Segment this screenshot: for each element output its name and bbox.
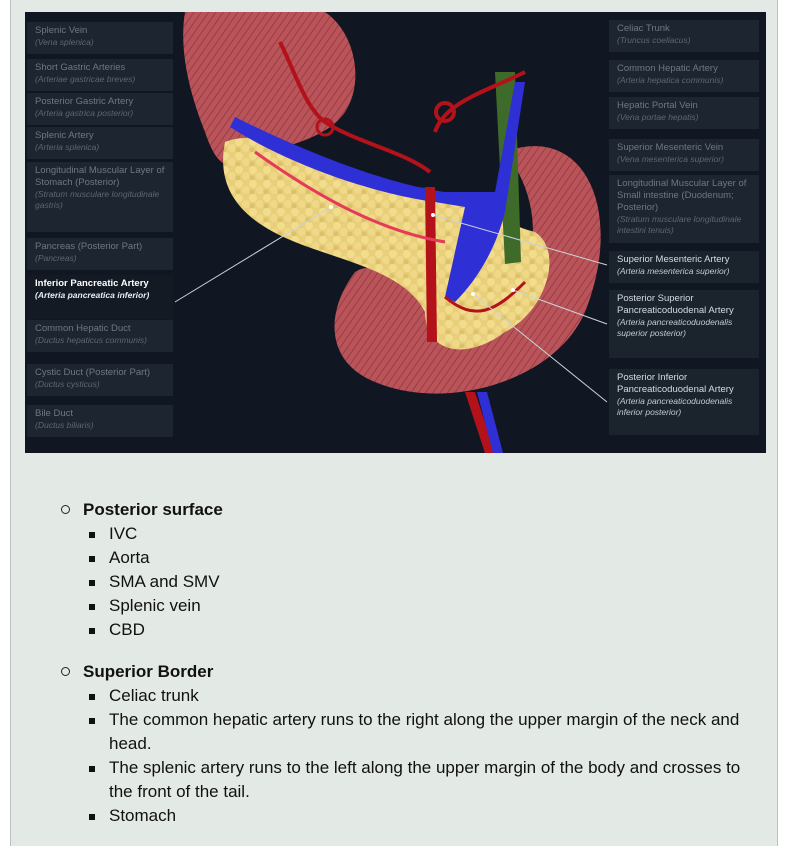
label-name: Bile Duct (35, 408, 74, 419)
label-longitudinal-muscular-duodenum[interactable]: Longitudinal Muscular Layer of Small int… (609, 175, 759, 243)
section-heading: Superior Border (83, 662, 214, 681)
label-name: Common Hepatic Duct (35, 323, 131, 334)
square-bullet-icon (89, 814, 95, 820)
label-name: Posterior Gastric Artery (35, 96, 134, 107)
label-hepatic-portal-vein[interactable]: Hepatic Portal Vein (Vena portae hepatis… (609, 97, 759, 129)
label-short-gastric-arteries[interactable]: Short Gastric Arteries (Arteriae gastric… (27, 59, 173, 91)
label-longitudinal-muscular-stomach[interactable]: Longitudinal Muscular Layer of Stomach (… (27, 162, 173, 232)
label-latin: (Vena portae hepatis) (617, 112, 699, 122)
label-latin: (Ductus biliaris) (35, 420, 94, 430)
label-name: Celiac Trunk (617, 23, 670, 34)
label-superior-mesenteric-artery[interactable]: Superior Mesenteric Artery (Arteria mese… (609, 251, 759, 283)
pancreas-illustration (174, 12, 608, 453)
label-cystic-duct[interactable]: Cystic Duct (Posterior Part) (Ductus cys… (27, 364, 173, 396)
square-bullet-icon (89, 604, 95, 610)
label-latin: (Ductus cysticus) (35, 379, 100, 389)
label-common-hepatic-duct[interactable]: Common Hepatic Duct (Ductus hepaticus co… (27, 320, 173, 352)
label-inferior-pancreatic-artery[interactable]: Inferior Pancreatic Artery (Arteria panc… (27, 275, 173, 319)
list-item: Aorta (83, 546, 779, 570)
square-bullet-icon (89, 580, 95, 586)
label-splenic-vein[interactable]: Splenic Vein (Vena splenica) (27, 22, 173, 54)
label-name: Splenic Artery (35, 130, 94, 141)
list-item: Stomach (83, 804, 779, 828)
label-name: Cystic Duct (Posterior Part) (35, 367, 151, 378)
list-item-text: SMA and SMV (109, 572, 220, 591)
label-post-inf-pancreaticoduodenal[interactable]: Posterior Inferior Pancreaticoduodenal A… (609, 369, 759, 435)
label-name: Superior Mesenteric Artery (617, 254, 730, 265)
label-name: Pancreas (Posterior Part) (35, 241, 143, 252)
label-name: Posterior Inferior Pancreaticoduodenal A… (617, 372, 734, 395)
label-latin: (Arteria pancreatica inferior) (35, 290, 150, 300)
label-pancreas-posterior[interactable]: Pancreas (Posterior Part) (Pancreas) (27, 238, 173, 270)
label-latin: (Arteriae gastricae breves) (35, 74, 136, 84)
label-latin: (Stratum musculare longitudinale intesti… (617, 214, 742, 235)
circle-bullet-icon (61, 505, 70, 514)
label-bile-duct[interactable]: Bile Duct (Ductus biliaris) (27, 405, 173, 437)
list-item-text: Splenic vein (109, 596, 201, 615)
label-latin: (Truncus coeliacus) (617, 35, 691, 45)
list-item-text: Stomach (109, 806, 177, 825)
square-bullet-icon (89, 556, 95, 562)
list-item-text: CBD (109, 620, 145, 639)
label-name: Superior Mesenteric Vein (617, 142, 724, 153)
label-latin: (Arteria pancreaticoduodenalis inferior … (617, 396, 733, 417)
label-latin: (Arteria pancreaticoduodenalis superior … (617, 317, 733, 338)
square-bullet-icon (89, 628, 95, 634)
document-page: Splenic Vein (Vena splenica) Short Gastr… (10, 0, 778, 846)
circle-bullet-icon (61, 667, 70, 676)
square-bullet-icon (89, 766, 95, 772)
square-bullet-icon (89, 532, 95, 538)
label-splenic-artery[interactable]: Splenic Artery (Arteria splenica) (27, 127, 173, 159)
anatomy-figure: Splenic Vein (Vena splenica) Short Gastr… (25, 12, 766, 453)
list-item-text: The common hepatic artery runs to the ri… (109, 710, 740, 753)
label-latin: (Ductus hepaticus communis) (35, 335, 147, 345)
section-superior-border: Superior Border Celiac trunk The common … (11, 660, 779, 828)
label-name: Splenic Vein (35, 25, 88, 36)
label-latin: (Vena mesenterica superior) (617, 154, 724, 164)
label-celiac-trunk[interactable]: Celiac Trunk (Truncus coeliacus) (609, 20, 759, 52)
label-name: Longitudinal Muscular Layer of Small int… (617, 178, 747, 213)
label-superior-mesenteric-vein[interactable]: Superior Mesenteric Vein (Vena mesenteri… (609, 139, 759, 171)
label-common-hepatic-artery[interactable]: Common Hepatic Artery (Arteria hepatica … (609, 60, 759, 92)
label-name: Common Hepatic Artery (617, 63, 718, 74)
list-item-text: Aorta (109, 548, 150, 567)
list-item: Celiac trunk (83, 684, 779, 708)
list-item: IVC (83, 522, 779, 546)
label-latin: (Vena splenica) (35, 37, 94, 47)
label-name: Longitudinal Muscular Layer of Stomach (… (35, 165, 165, 188)
label-latin: (Arteria hepatica communis) (617, 75, 724, 85)
label-name: Hepatic Portal Vein (617, 100, 698, 111)
square-bullet-icon (89, 694, 95, 700)
list-item-text: The splenic artery runs to the left alon… (109, 758, 741, 801)
label-latin: (Stratum musculare longitudinale gastris… (35, 189, 160, 210)
label-latin: (Arteria splenica) (35, 142, 100, 152)
list-item: The splenic artery runs to the left alon… (83, 756, 779, 804)
list-item: The common hepatic artery runs to the ri… (83, 708, 779, 756)
label-post-sup-pancreaticoduodenal[interactable]: Posterior Superior Pancreaticoduodenal A… (609, 290, 759, 358)
label-name: Posterior Superior Pancreaticoduodenal A… (617, 293, 734, 316)
list-item-text: IVC (109, 524, 138, 543)
section-heading: Posterior surface (83, 500, 223, 519)
list-item: Splenic vein (83, 594, 779, 618)
notes-list: Posterior surface IVC Aorta SMA and SMV … (11, 498, 779, 846)
list-item-text: Celiac trunk (109, 686, 199, 705)
label-name: Inferior Pancreatic Artery (35, 278, 149, 289)
label-latin: (Pancreas) (35, 253, 77, 263)
list-item: CBD (83, 618, 779, 642)
section-posterior-surface: Posterior surface IVC Aorta SMA and SMV … (11, 498, 779, 642)
label-name: Short Gastric Arteries (35, 62, 126, 73)
square-bullet-icon (89, 718, 95, 724)
label-posterior-gastric-artery[interactable]: Posterior Gastric Artery (Arteria gastri… (27, 93, 173, 125)
list-item: SMA and SMV (83, 570, 779, 594)
label-latin: (Arteria gastrica posterior) (35, 108, 134, 118)
label-latin: (Arteria mesenterica superior) (617, 266, 730, 276)
